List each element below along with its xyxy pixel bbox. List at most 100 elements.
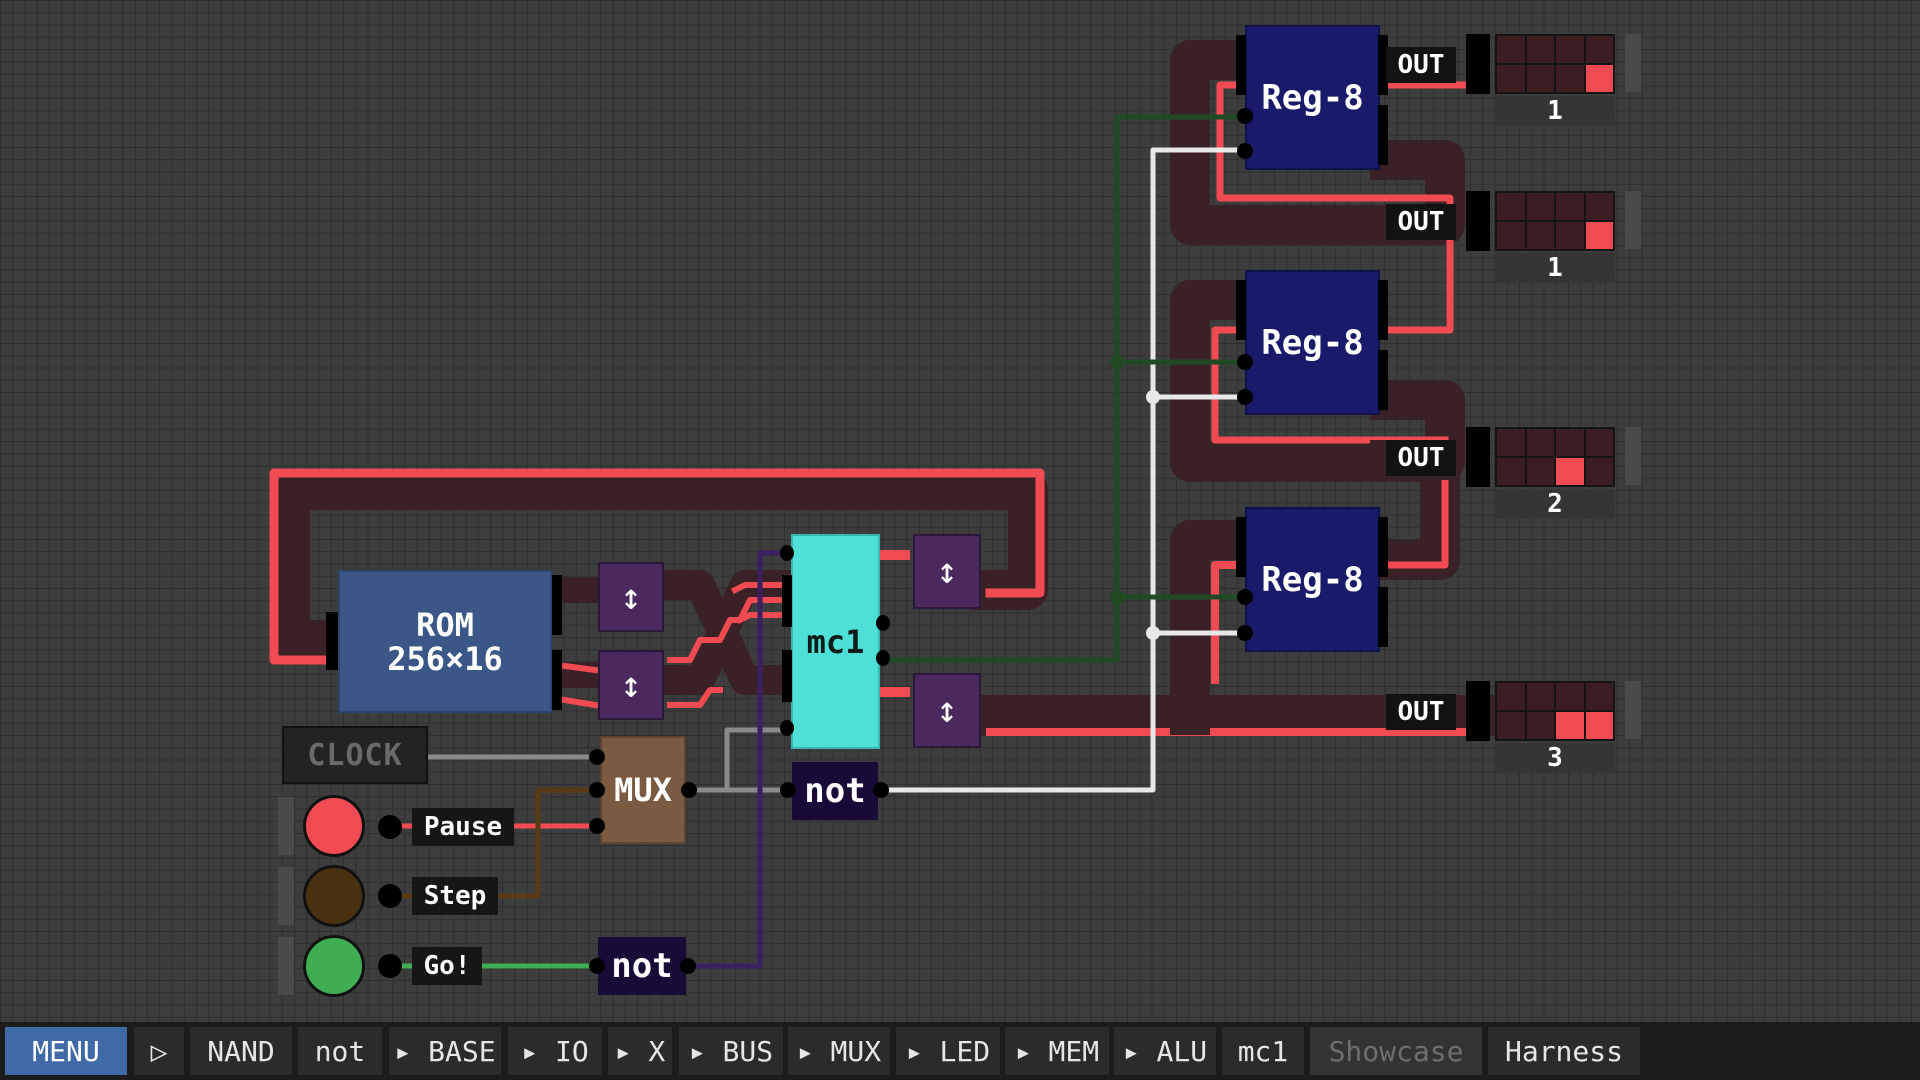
led-cell [1585, 458, 1613, 485]
register-2-pin-right[interactable] [1378, 280, 1388, 340]
mux-chip[interactable]: MUX [600, 736, 686, 844]
rom-input-pin[interactable] [326, 612, 338, 670]
mux-pin-in-1[interactable] [589, 749, 605, 765]
mc1-chip[interactable]: mc1 [791, 534, 880, 749]
toolbar-item-alu[interactable]: ▸ ALU [1114, 1027, 1216, 1075]
mc1-pin-out-2[interactable] [876, 650, 890, 666]
menu-button[interactable]: MENU [5, 1027, 127, 1075]
rom-chip[interactable]: ROM 256×16 [338, 570, 552, 713]
register-2-pin-clk[interactable] [1237, 354, 1253, 370]
register-3-pin-right-2[interactable] [1378, 587, 1388, 647]
register-1-pin-en[interactable] [1237, 143, 1253, 159]
toolbar-item-label: ▸ BASE [394, 1034, 496, 1068]
go-button[interactable] [303, 935, 365, 997]
clock-component[interactable]: CLOCK [282, 726, 428, 784]
led-cell [1526, 36, 1554, 63]
pause-button-pin[interactable] [378, 815, 402, 839]
mc1-pin-in-1[interactable] [780, 545, 794, 561]
mc1-label: mc1 [806, 622, 865, 661]
out-value-text: 3 [1547, 743, 1563, 773]
toolbar-item-bus[interactable]: ▸ BUS [679, 1027, 783, 1075]
register-1-pin-clk[interactable] [1237, 108, 1253, 124]
out-value-1: 1 [1495, 96, 1615, 126]
out-2-pin[interactable] [1466, 191, 1490, 251]
toolbar-item-io[interactable]: ▸ IO [508, 1027, 602, 1075]
button-bar-pause [278, 797, 294, 855]
not-gate-mc1[interactable]: not [792, 762, 878, 820]
register-3-pin-right[interactable] [1378, 517, 1388, 577]
out-3-pin[interactable] [1466, 427, 1490, 487]
toolbar-item-label: Showcase [1328, 1034, 1464, 1068]
register-1-pin-left[interactable] [1236, 35, 1246, 95]
not-gate-mc1-in-pin[interactable] [780, 782, 796, 798]
out-value-text: 1 [1547, 96, 1563, 126]
led-cell [1556, 222, 1584, 249]
register-3-pin-en[interactable] [1237, 625, 1253, 641]
toolbar-item-nand[interactable]: NAND [190, 1027, 292, 1075]
not-gate-go[interactable]: not [598, 937, 686, 995]
toolbar-item-mc1[interactable]: mc1 [1222, 1027, 1304, 1075]
led-cell [1526, 712, 1554, 739]
register-1[interactable]: Reg-8 [1245, 25, 1380, 170]
toolbar-item-label: ▸ BUS [688, 1034, 774, 1068]
register-2-pin-right-2[interactable] [1378, 350, 1388, 410]
bus-converter-left-bottom[interactable]: ↕ [598, 650, 664, 720]
rom-label: ROM [416, 605, 474, 644]
led-cell [1526, 458, 1554, 485]
toolbar-item-label: ▸ ALU [1122, 1034, 1208, 1068]
toolbar-item-led[interactable]: ▸ LED [896, 1027, 1000, 1075]
register-3[interactable]: Reg-8 [1245, 507, 1380, 652]
step-button[interactable] [303, 865, 365, 927]
led-cell [1497, 36, 1525, 63]
led-cell [1497, 193, 1525, 220]
out-1-pin[interactable] [1466, 34, 1490, 94]
mc1-pin-out-1[interactable] [876, 615, 890, 631]
rom-output-pin-bottom[interactable] [552, 650, 562, 710]
not-gate-go-in-pin[interactable] [589, 958, 605, 974]
toolbar-item-not[interactable]: not [298, 1027, 382, 1075]
step-button-pin[interactable] [378, 884, 402, 908]
toolbar-item-mem[interactable]: ▸ MEM [1005, 1027, 1109, 1075]
register-1-pin-right-2[interactable] [1378, 105, 1388, 165]
go-button-pin[interactable] [378, 954, 402, 978]
pause-label-text: Pause [423, 812, 503, 842]
led-cell [1585, 36, 1613, 63]
register-1-pin-right[interactable] [1378, 35, 1388, 95]
bus-converter-right-top[interactable]: ↕ [913, 534, 981, 609]
pause-button[interactable] [303, 795, 365, 857]
not-label: not [611, 946, 673, 986]
register-2-pin-en[interactable] [1237, 389, 1253, 405]
rom-output-pin-top[interactable] [552, 575, 562, 635]
mc1-pin-in-4[interactable] [780, 720, 794, 736]
bus-converter-right-bottom[interactable]: ↕ [913, 673, 981, 748]
toolbar-item-base[interactable]: ▸ BASE [389, 1027, 501, 1075]
out-value-4: 3 [1495, 743, 1615, 773]
toolbar-item-x[interactable]: ▸ X [608, 1027, 672, 1075]
mux-pin-in-3[interactable] [589, 818, 605, 834]
mux-pin-out[interactable] [681, 782, 697, 798]
mc1-pin-in-3[interactable] [782, 650, 792, 702]
register-2-pin-left[interactable] [1236, 280, 1246, 340]
out-4-pin[interactable] [1466, 681, 1490, 741]
register-2[interactable]: Reg-8 [1245, 270, 1380, 415]
toolbar-item-harness[interactable]: Harness [1488, 1027, 1640, 1075]
led-cell [1556, 683, 1584, 710]
not-gate-mc1-out-pin[interactable] [873, 782, 889, 798]
not-gate-go-out-pin[interactable] [680, 958, 696, 974]
register-3-pin-left[interactable] [1236, 517, 1246, 577]
button-bar-go [278, 937, 294, 995]
mux-pin-in-2[interactable] [589, 782, 605, 798]
toolbar-item-mux[interactable]: ▸ MUX [788, 1027, 890, 1075]
bus-converter-left-top[interactable]: ↕ [598, 562, 664, 632]
led-cell [1556, 65, 1584, 92]
clock-label: CLOCK [307, 737, 403, 773]
register-3-pin-clk[interactable] [1237, 589, 1253, 605]
out-label-text: OUT [1397, 207, 1445, 237]
led-cell [1556, 458, 1584, 485]
out-value-2: 1 [1495, 253, 1615, 283]
led-cell [1526, 429, 1554, 456]
mc1-pin-in-2[interactable] [782, 575, 792, 627]
toolbar-item-showcase[interactable]: Showcase [1310, 1027, 1482, 1075]
play-button[interactable]: ▷ [134, 1027, 184, 1075]
